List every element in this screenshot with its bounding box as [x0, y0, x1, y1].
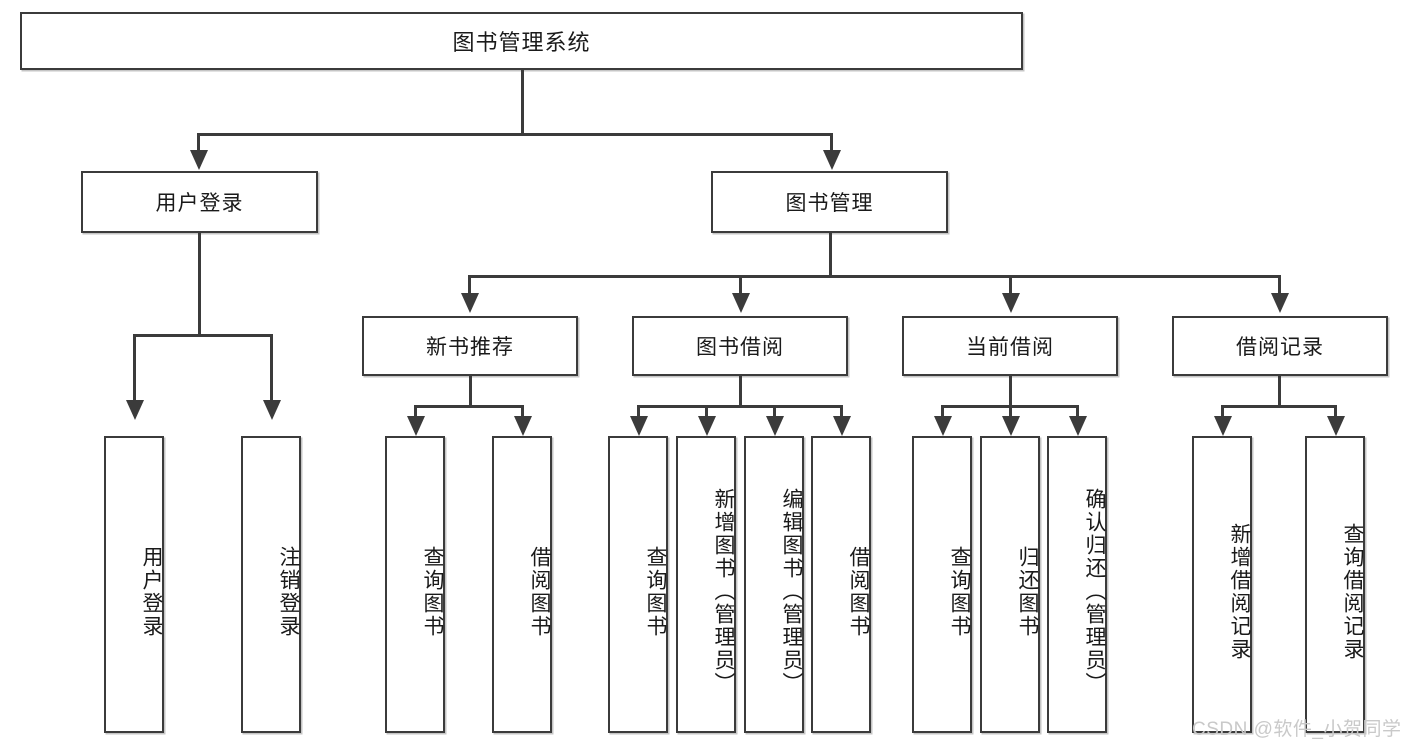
edge-user-login-to-leaf-0	[133, 334, 136, 404]
leaf-bb-edit-book-admin[interactable]: 编辑图书（管理员）	[744, 436, 804, 733]
edge-bb-to-leaf-1	[705, 405, 708, 420]
edge-nbr-to-leaf-0	[414, 405, 417, 420]
arrow-bm-to-l3-1	[732, 293, 750, 313]
arrow-bb-to-leaf-0	[630, 416, 648, 436]
edge-book-management-stem	[829, 233, 832, 277]
node-label: 借阅图书	[847, 545, 870, 638]
edge-bb-stem	[739, 376, 742, 407]
arrow-bm-to-l3-3	[1271, 293, 1289, 313]
leaf-br-add-record[interactable]: 新增借阅记录	[1192, 436, 1252, 733]
node-label: 注销登录	[277, 545, 300, 638]
edge-user-login-to-leaf-1	[270, 334, 273, 404]
edge-br-to-leaf-1	[1334, 405, 1337, 420]
arrow-nbr-to-leaf-0	[407, 416, 425, 436]
edge-cb-to-leaf-1	[1009, 405, 1012, 420]
edge-user-login-stem	[198, 233, 201, 336]
node-label: 图书借阅	[696, 336, 784, 359]
edge-cb-to-leaf-2	[1076, 405, 1079, 420]
edge-bm-to-l3-1	[739, 275, 742, 298]
edge-br-bus	[1221, 405, 1337, 408]
edge-bb-to-leaf-0	[637, 405, 640, 420]
node-book-management[interactable]: 图书管理	[711, 171, 948, 233]
arrow-bb-to-leaf-2	[766, 416, 784, 436]
leaf-user-login[interactable]: 用户登录	[104, 436, 164, 733]
node-new-book-recommend[interactable]: 新书推荐	[362, 316, 578, 376]
arrow-user-login-to-leaf-0	[126, 400, 144, 420]
edge-bb-bus	[637, 405, 842, 408]
node-label: 借阅记录	[1236, 336, 1324, 359]
node-borrow-record[interactable]: 借阅记录	[1172, 316, 1388, 376]
node-label: 新增图书（管理员）	[712, 488, 735, 695]
node-label: 当前借阅	[966, 336, 1054, 359]
leaf-nbr-borrow-book[interactable]: 借阅图书	[492, 436, 552, 733]
arrow-root-to-book-management	[823, 150, 841, 170]
arrow-bb-to-leaf-3	[833, 416, 851, 436]
arrow-br-to-leaf-0	[1214, 416, 1232, 436]
arrow-cb-to-leaf-2	[1069, 416, 1087, 436]
arrow-root-to-user-login	[190, 150, 208, 170]
edge-br-to-leaf-0	[1221, 405, 1224, 420]
edge-cb-stem	[1009, 376, 1012, 407]
node-current-borrow[interactable]: 当前借阅	[902, 316, 1118, 376]
node-label: 用户登录	[140, 545, 163, 638]
node-label: 图书管理	[785, 192, 874, 215]
leaf-bb-add-book-admin[interactable]: 新增图书（管理员）	[676, 436, 736, 733]
node-label: 新增借阅记录	[1228, 522, 1251, 661]
node-label: 新书推荐	[426, 336, 514, 359]
node-label: 借阅图书	[528, 545, 551, 638]
edge-bm-to-l3-2	[1009, 275, 1012, 298]
node-book-borrow[interactable]: 图书借阅	[632, 316, 848, 376]
edge-bb-to-leaf-3	[840, 405, 843, 420]
edge-br-stem	[1278, 376, 1281, 407]
leaf-nbr-query-book[interactable]: 查询图书	[385, 436, 445, 733]
edge-bm-to-l3-0	[468, 275, 471, 298]
arrow-cb-to-leaf-0	[934, 416, 952, 436]
arrow-bm-to-l3-2	[1002, 293, 1020, 313]
arrow-cb-to-leaf-1	[1002, 416, 1020, 436]
leaf-br-query-record[interactable]: 查询借阅记录	[1305, 436, 1365, 733]
node-user-login[interactable]: 用户登录	[81, 171, 318, 233]
leaf-cb-confirm-return-admin[interactable]: 确认归还（管理员）	[1047, 436, 1107, 733]
leaf-logout-login[interactable]: 注销登录	[241, 436, 301, 733]
leaf-cb-query-book[interactable]: 查询图书	[912, 436, 972, 733]
node-root-book-management-system[interactable]: 图书管理系统	[20, 12, 1023, 70]
node-label: 编辑图书（管理员）	[780, 488, 803, 695]
arrow-br-to-leaf-1	[1327, 416, 1345, 436]
node-label: 用户登录	[155, 192, 244, 215]
edge-nbr-bus	[414, 405, 524, 408]
arrow-bb-to-leaf-1	[698, 416, 716, 436]
edge-nbr-to-leaf-1	[521, 405, 524, 420]
node-label: 查询图书	[644, 545, 667, 638]
node-label: 查询图书	[421, 545, 444, 638]
edge-nbr-stem	[469, 376, 472, 407]
edge-root-to-book-management	[830, 133, 833, 155]
edge-root-stem	[521, 70, 524, 135]
arrow-nbr-to-leaf-1	[514, 416, 532, 436]
leaf-bb-query-book[interactable]: 查询图书	[608, 436, 668, 733]
leaf-cb-return-book[interactable]: 归还图书	[980, 436, 1040, 733]
edge-root-to-user-login	[197, 133, 200, 155]
node-label: 查询借阅记录	[1341, 522, 1364, 661]
csdn-watermark: CSDN @软件_小贺同学	[1192, 719, 1402, 740]
node-label: 查询图书	[948, 545, 971, 638]
edge-book-management-bus	[468, 275, 1280, 278]
edge-user-login-bus	[133, 334, 272, 337]
edge-bm-to-l3-3	[1278, 275, 1281, 298]
node-label: 确认归还（管理员）	[1083, 488, 1106, 695]
node-label: 归还图书	[1016, 545, 1039, 638]
leaf-bb-borrow-book[interactable]: 借阅图书	[811, 436, 871, 733]
arrow-bm-to-l3-0	[461, 293, 479, 313]
node-label: 图书管理系统	[452, 30, 591, 55]
edge-bb-to-leaf-2	[773, 405, 776, 420]
edge-cb-to-leaf-0	[941, 405, 944, 420]
edge-root-bus	[197, 133, 833, 136]
arrow-user-login-to-leaf-1	[263, 400, 281, 420]
